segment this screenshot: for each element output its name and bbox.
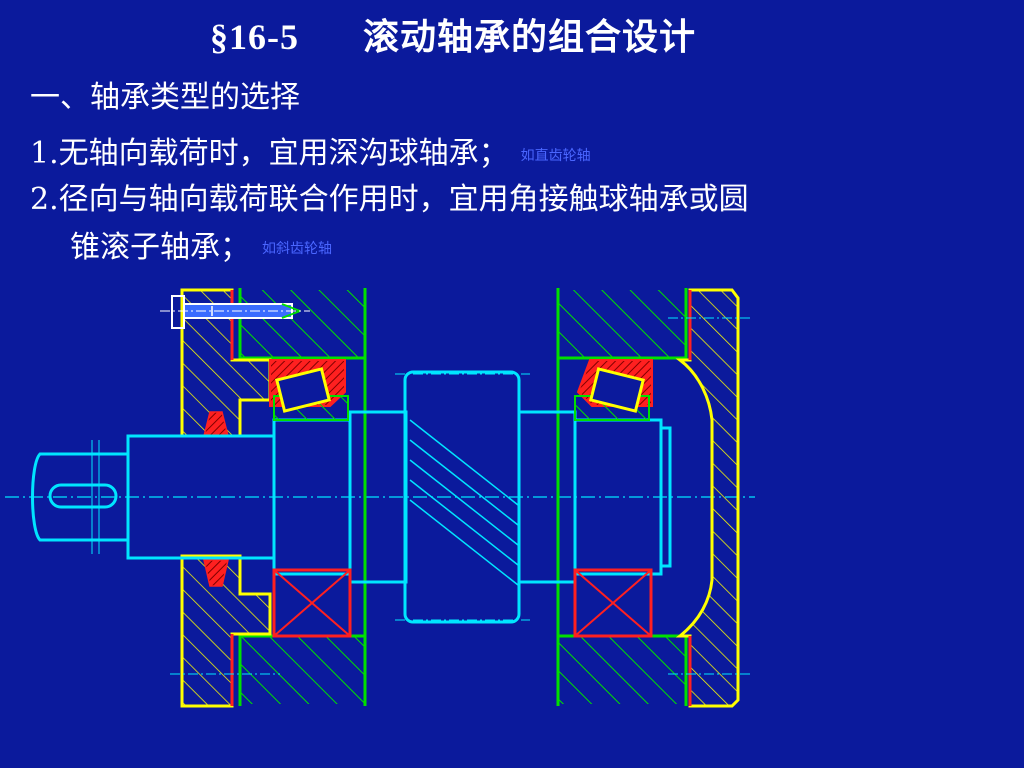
section-number: §16-5 [210, 17, 299, 57]
housing-left [238, 288, 367, 706]
seal-bottom [203, 559, 229, 587]
gear-hatching [409, 419, 519, 586]
point-2-number: 2. [30, 182, 59, 217]
end-cap-right [675, 288, 740, 708]
shaft [31, 370, 672, 624]
bolt [160, 295, 310, 329]
point-1: 1.无轴向载荷时，宜用深沟球轴承； 如直齿轮轴 [30, 128, 591, 172]
point-2: 2.径向与轴向载荷联合作用时，宜用角接触球轴承或圆 锥滚子轴承； 如斜齿轮轴 [30, 176, 1010, 273]
point-2-text-b: 锥滚子轴承； [70, 230, 250, 265]
point-1-note: 如直齿轮轴 [520, 148, 591, 164]
point-1-number: 1. [30, 136, 59, 171]
slide-title: §16-5 滚动轴承的组合设计 [210, 8, 696, 60]
title-text: 滚动轴承的组合设计 [363, 16, 697, 58]
section-heading: 一、轴承类型的选择 [30, 80, 300, 115]
point-2-continuation: 锥滚子轴承； 如斜齿轮轴 [30, 224, 1010, 273]
bearing-left [269, 359, 352, 638]
bearing-right [573, 359, 653, 638]
point-2-note: 如斜齿轮轴 [262, 241, 332, 257]
point-1-text: 无轴向载荷时，宜用深沟球轴承； [58, 136, 509, 171]
housing-right [556, 288, 688, 706]
point-2-text-a: 径向与轴向载荷联合作用时，宜用角接触球轴承或圆 [58, 182, 749, 217]
